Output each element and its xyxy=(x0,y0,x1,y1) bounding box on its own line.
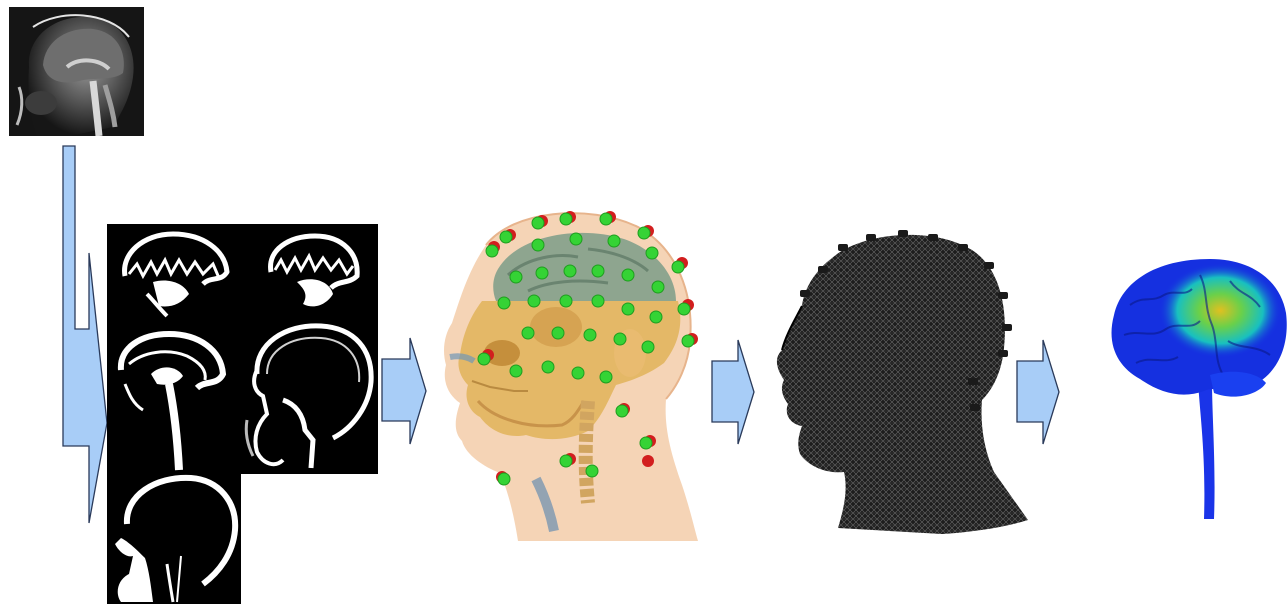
mri-sagittal-scan-icon xyxy=(9,7,144,136)
right-arrow-icon xyxy=(380,336,428,446)
segmented-tissue-masks-icon xyxy=(107,224,378,604)
brain-activity-map-icon xyxy=(1100,255,1287,523)
down-right-bent-arrow-icon xyxy=(56,143,110,528)
right-arrow-icon xyxy=(1015,338,1061,446)
right-arrow-icon xyxy=(710,338,756,446)
head-surface-mesh-icon xyxy=(772,228,1032,538)
head-model-with-eeg-electrodes-icon xyxy=(438,205,708,545)
mri-scan-panel xyxy=(9,7,144,136)
